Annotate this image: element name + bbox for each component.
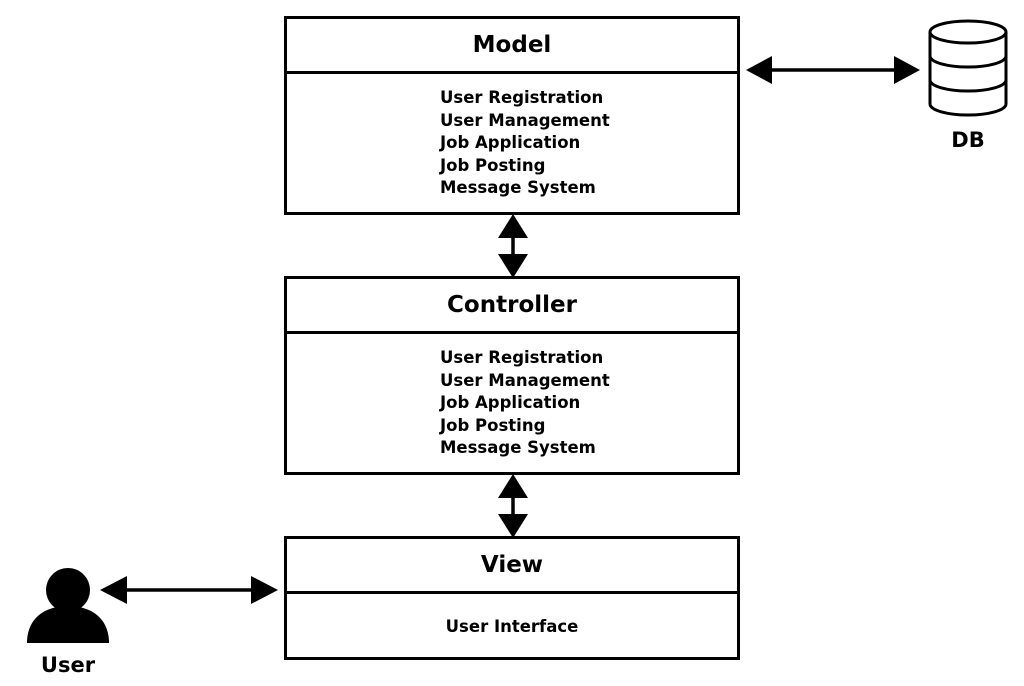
model-controller-arrow bbox=[498, 214, 528, 278]
controller-box: Controller User Registration User Manage… bbox=[284, 276, 740, 475]
list-item: Job Application bbox=[440, 393, 581, 412]
view-box: View User Interface bbox=[284, 536, 740, 660]
db-label: DB bbox=[951, 128, 985, 152]
view-title: View bbox=[287, 539, 737, 594]
list-item: User Management bbox=[440, 110, 610, 130]
list-item: Message System bbox=[440, 178, 596, 197]
list-item: User Management bbox=[440, 370, 610, 390]
list-item: Job Posting bbox=[440, 415, 546, 435]
list-item: Job Application bbox=[440, 133, 581, 152]
model-box: Model User Registration User Management … bbox=[284, 16, 740, 215]
database-icon bbox=[928, 19, 1008, 117]
list-item: Message System bbox=[440, 438, 596, 457]
model-item-list: User Registration User Management Job Ap… bbox=[440, 87, 610, 200]
view-item: User Interface bbox=[445, 617, 579, 636]
user-icon bbox=[27, 568, 109, 643]
controller-title: Controller bbox=[287, 279, 737, 334]
user-label: User bbox=[40, 653, 96, 677]
list-item: Job Posting bbox=[440, 155, 546, 175]
model-db-arrow bbox=[746, 56, 920, 84]
controller-view-arrow bbox=[498, 474, 528, 538]
list-item: User Registration bbox=[440, 88, 604, 107]
model-title: Model bbox=[287, 19, 737, 74]
user-view-arrow bbox=[100, 576, 278, 604]
list-item: User Registration bbox=[440, 348, 604, 367]
controller-item-list: User Registration User Management Job Ap… bbox=[440, 347, 610, 460]
